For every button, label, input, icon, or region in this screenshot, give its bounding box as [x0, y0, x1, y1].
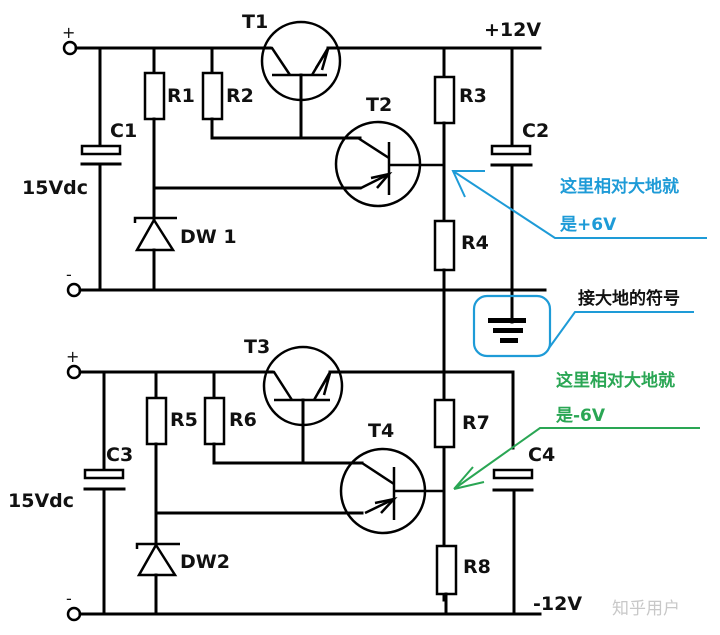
r6-label: R6 [229, 409, 257, 431]
r1-resistor [143, 71, 166, 121]
r2-resistor [201, 71, 224, 121]
c3-plate-positive [83, 468, 125, 480]
c4-plate-positive [492, 468, 534, 480]
r2-label: R2 [226, 85, 254, 107]
upper-supply: + - C1 15Vdc R1 DW 1 R2 [22, 11, 549, 602]
r7-label: R7 [462, 412, 490, 434]
c1-plate-positive [80, 144, 122, 156]
upper-source-label: 15Vdc [22, 177, 88, 199]
watermark-text: 知乎用户 [612, 599, 680, 619]
c2-plate-positive [490, 144, 532, 156]
r4-label: R4 [461, 232, 489, 254]
r1-label: R1 [167, 85, 195, 107]
lower-plus-terminal [66, 364, 82, 380]
t4-transistor [339, 447, 444, 535]
dw1-label: DW 1 [180, 226, 237, 248]
r5-resistor [145, 396, 168, 446]
negative-annotation-line1: 这里相对大地就 [556, 370, 675, 391]
negative-annotation-line2: 是-6V [556, 406, 606, 426]
positive-annotation-line1: 这里相对大地就 [560, 176, 679, 197]
upper-plus-sign: + [62, 23, 75, 42]
ground-callout-leader [548, 311, 694, 349]
dw1-zener-diode [133, 216, 177, 292]
r2-to-t2-collector [210, 117, 362, 140]
r3-resistor [433, 75, 456, 125]
t3-transistor [262, 345, 344, 465]
r4-resistor [433, 219, 456, 272]
r5-label: R5 [170, 409, 198, 431]
c4-label: C4 [528, 444, 555, 466]
t4-label: T4 [368, 420, 394, 442]
t2-transistor [334, 120, 443, 208]
upper-output-label: +12V [484, 19, 541, 41]
r8-label: R8 [463, 556, 491, 578]
c1-label: C1 [110, 120, 137, 142]
positive-annotation-line2: 是+6V [560, 215, 617, 235]
positive-6v-callout [451, 170, 707, 239]
t1-label: T1 [242, 11, 268, 33]
t2-label: T2 [366, 94, 392, 116]
lower-source-label: 15Vdc [8, 490, 74, 512]
r7-resistor [433, 398, 456, 449]
dw2-label: DW2 [180, 551, 230, 573]
ground-callout-text: 接大地的符号 [578, 288, 680, 309]
t3-label: T3 [244, 336, 270, 358]
r6-to-t4-collector [212, 442, 364, 465]
r8-resistor [435, 544, 458, 596]
lower-minus-sign: - [66, 589, 72, 608]
upper-minus-sign: - [66, 265, 72, 284]
negative-6v-callout [453, 427, 700, 490]
lower-supply: + - C3 15Vdc R5 DW2 R6 [8, 336, 582, 622]
dw2-zener-diode [135, 542, 180, 616]
r3-label: R3 [459, 85, 487, 107]
lower-minus-terminal [66, 606, 82, 622]
lower-output-label: -12V [533, 593, 582, 615]
c2-label: C2 [522, 120, 549, 142]
lower-plus-sign: + [66, 347, 79, 366]
c3-label: C3 [106, 444, 133, 466]
upper-plus-terminal [62, 40, 78, 56]
lower-ground-to-c4 [442, 370, 515, 450]
r6-resistor [203, 396, 226, 446]
t1-transistor [260, 20, 342, 140]
ground-callout-box [472, 294, 552, 358]
upper-minus-terminal [66, 282, 82, 298]
earth-ground-symbol [488, 318, 526, 343]
